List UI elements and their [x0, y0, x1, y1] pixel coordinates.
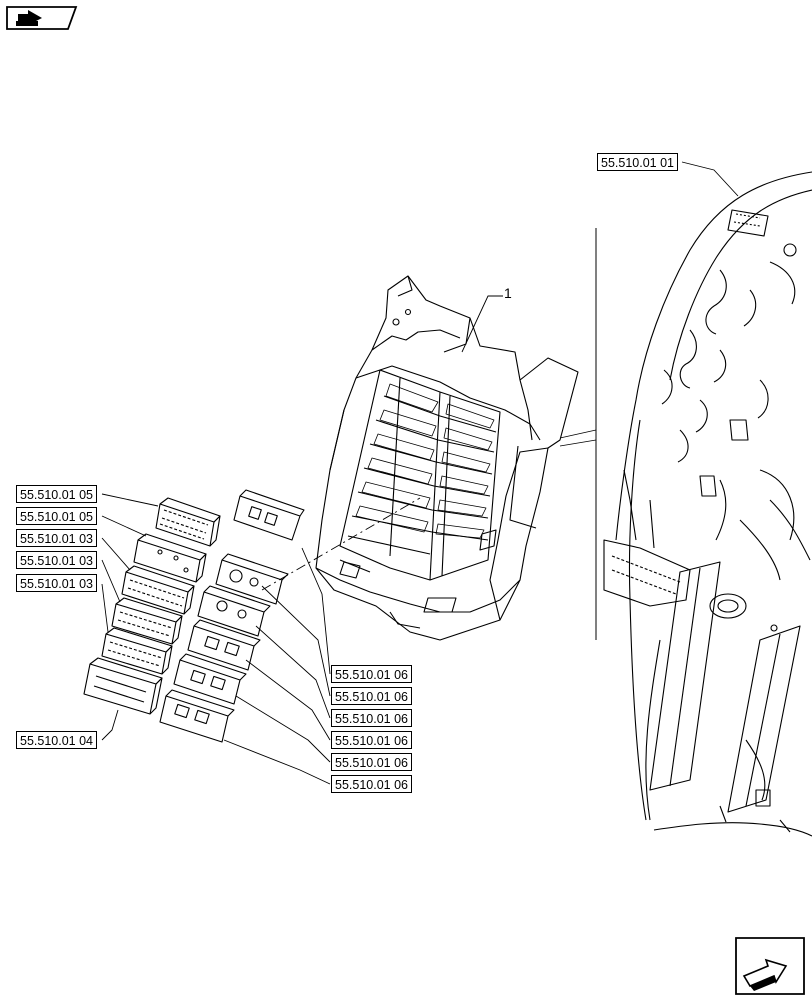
ref-label-relay-4[interactable]: 55.510.01 06 — [331, 731, 412, 749]
ref-label-relay-5[interactable]: 55.510.01 06 — [331, 753, 412, 771]
ref-label-fuse-holder-5[interactable]: 55.510.01 03 — [16, 574, 97, 592]
next-page-arrow-icon[interactable] — [734, 936, 806, 996]
relay-holder-stack — [159, 489, 305, 743]
back-page-arrow-icon[interactable] — [4, 4, 78, 32]
ref-label-fuse-holder-6[interactable]: 55.510.01 04 — [16, 731, 97, 749]
ref-label-relay-2[interactable]: 55.510.01 06 — [331, 687, 412, 705]
ref-label-harness[interactable]: 55.510.01 01 — [597, 153, 678, 171]
ref-label-relay-6[interactable]: 55.510.01 06 — [331, 775, 412, 793]
fuse-holder-stack — [83, 497, 221, 715]
ref-label-fuse-holder-2[interactable]: 55.510.01 05 — [16, 507, 97, 525]
label-leaders — [101, 161, 739, 785]
wiring-harness-detail — [603, 171, 812, 837]
part-1-leader — [461, 295, 503, 353]
ref-label-relay-3[interactable]: 55.510.01 06 — [331, 709, 412, 727]
ref-label-fuse-holder-1[interactable]: 55.510.01 05 — [16, 485, 97, 503]
ref-label-relay-1[interactable]: 55.510.01 06 — [331, 665, 412, 683]
ref-label-fuse-holder-3[interactable]: 55.510.01 03 — [16, 529, 97, 547]
fuse-box-housing — [315, 275, 579, 641]
ref-label-fuse-holder-4[interactable]: 55.510.01 03 — [16, 551, 97, 569]
part-number-1: 1 — [504, 285, 512, 301]
